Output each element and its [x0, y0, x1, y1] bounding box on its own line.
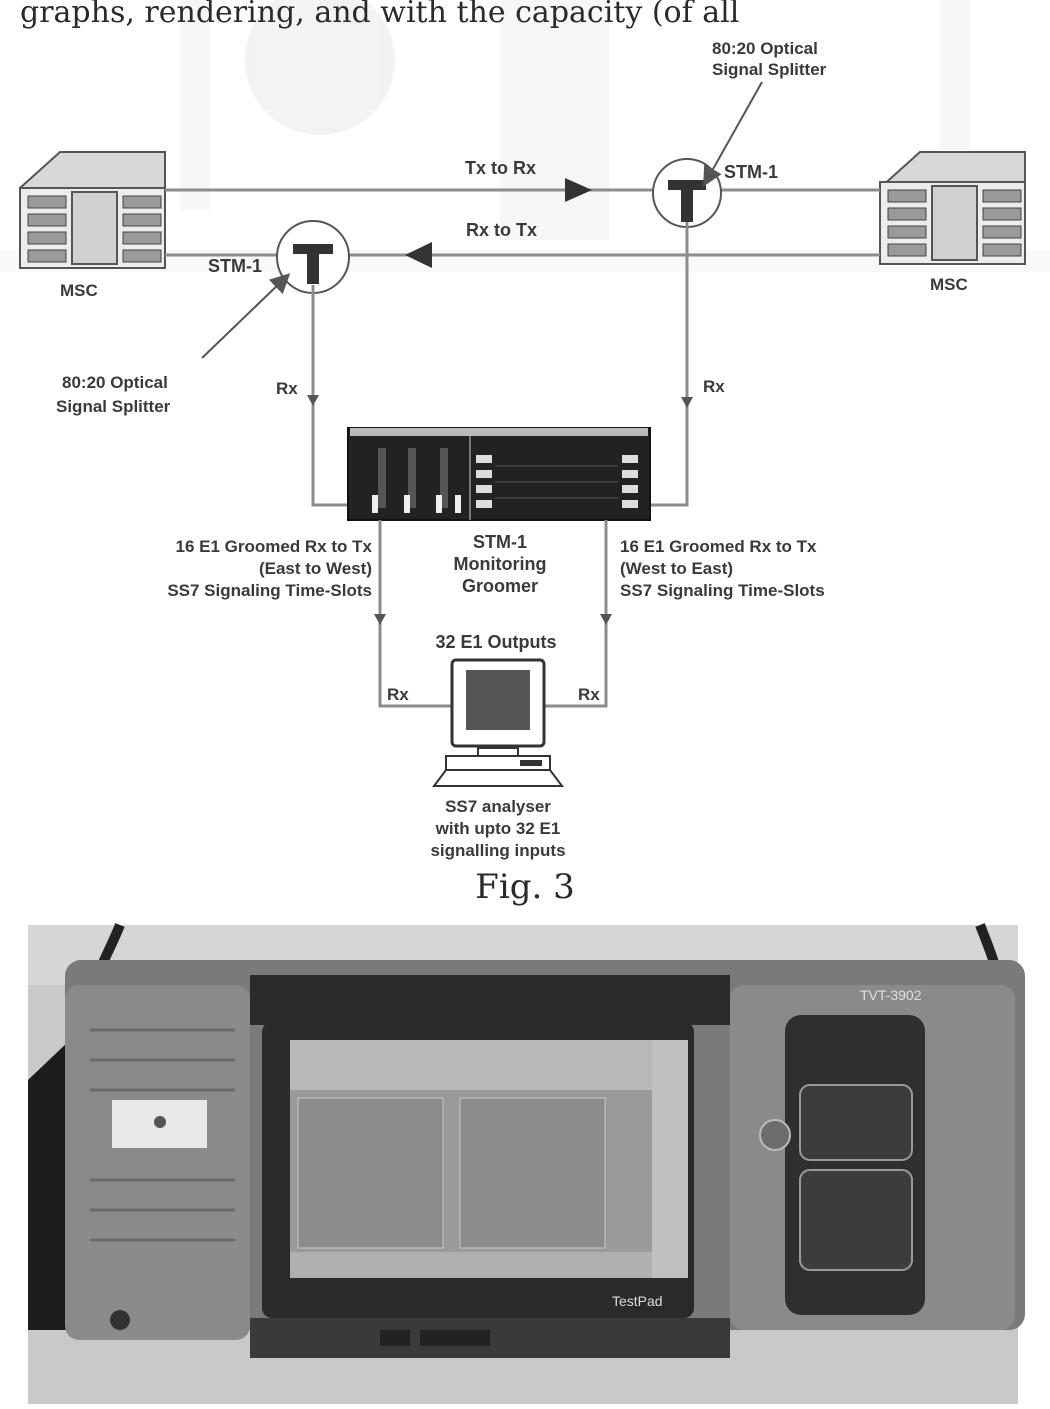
splitter-left-line2: Signal Splitter	[56, 397, 171, 416]
output-left-arrow	[374, 614, 386, 625]
device-model: TVT-3902	[860, 987, 922, 1003]
msc-left	[19, 151, 166, 269]
device-photo: TVT-3902 TestPad	[28, 923, 1025, 1404]
rx-right-label: Rx	[703, 377, 725, 396]
groomer-label-3: Groomer	[462, 576, 538, 596]
splitter-top-pointer	[703, 81, 763, 187]
msc-right	[879, 151, 1026, 265]
splitter-left-line1: 80:20 Optical	[62, 373, 168, 392]
groomed-left-2: (East to West)	[259, 559, 372, 578]
groomed-right-1: 16 E1 Groomed Rx to Tx	[620, 537, 817, 556]
ss7-analyser-computer	[432, 658, 564, 787]
tx-to-rx-arrow	[565, 178, 592, 202]
stm1-left-label: STM-1	[208, 256, 262, 276]
output-left-line	[378, 520, 452, 708]
analyser-label-1: SS7 analyser	[445, 797, 551, 816]
splitter-top-line1: 80:20 Optical	[712, 39, 818, 58]
analyser-label-3: signalling inputs	[430, 841, 565, 860]
rx-left-line	[311, 285, 350, 507]
msc-left-label: MSC	[60, 281, 98, 300]
splitter-left-pointer	[201, 273, 291, 359]
rx-to-tx-label: Rx to Tx	[466, 220, 537, 240]
splitter-top-line2: Signal Splitter	[712, 60, 827, 79]
groomed-right-3: SS7 Signaling Time-Slots	[620, 581, 825, 600]
rx-right-line	[650, 222, 689, 507]
groomer-label-1: STM-1	[473, 532, 527, 552]
figure-caption: Fig. 3	[475, 867, 574, 907]
output-right-arrow	[600, 614, 612, 625]
analyser-label-2: with upto 32 E1	[435, 819, 561, 838]
rx-left-arrow	[307, 395, 319, 406]
tx-to-rx-label: Tx to Rx	[465, 158, 536, 178]
rx-analyser-left-label: Rx	[387, 685, 409, 704]
groomed-left-1: 16 E1 Groomed Rx to Tx	[176, 537, 373, 556]
header-fragment: graphs, rendering, and with the capacity…	[20, 0, 739, 30]
device-brand: TestPad	[612, 1293, 663, 1309]
stm1-right-label: STM-1	[724, 162, 778, 182]
rx-analyser-right-label: Rx	[578, 685, 600, 704]
outputs-label: 32 E1 Outputs	[435, 632, 556, 652]
rx-to-tx-arrow	[405, 242, 432, 268]
optical-splitter-left	[276, 220, 350, 294]
groomed-right-2: (West to East)	[620, 559, 733, 578]
output-right-line	[543, 520, 608, 708]
rx-left-label: Rx	[276, 379, 298, 398]
groomed-left-3: SS7 Signaling Time-Slots	[167, 581, 372, 600]
rx-right-arrow	[681, 397, 693, 408]
optical-splitter-right	[652, 158, 722, 228]
msc-right-label: MSC	[930, 275, 968, 294]
groomer-label-2: Monitoring	[454, 554, 547, 574]
monitoring-groomer	[347, 427, 651, 521]
